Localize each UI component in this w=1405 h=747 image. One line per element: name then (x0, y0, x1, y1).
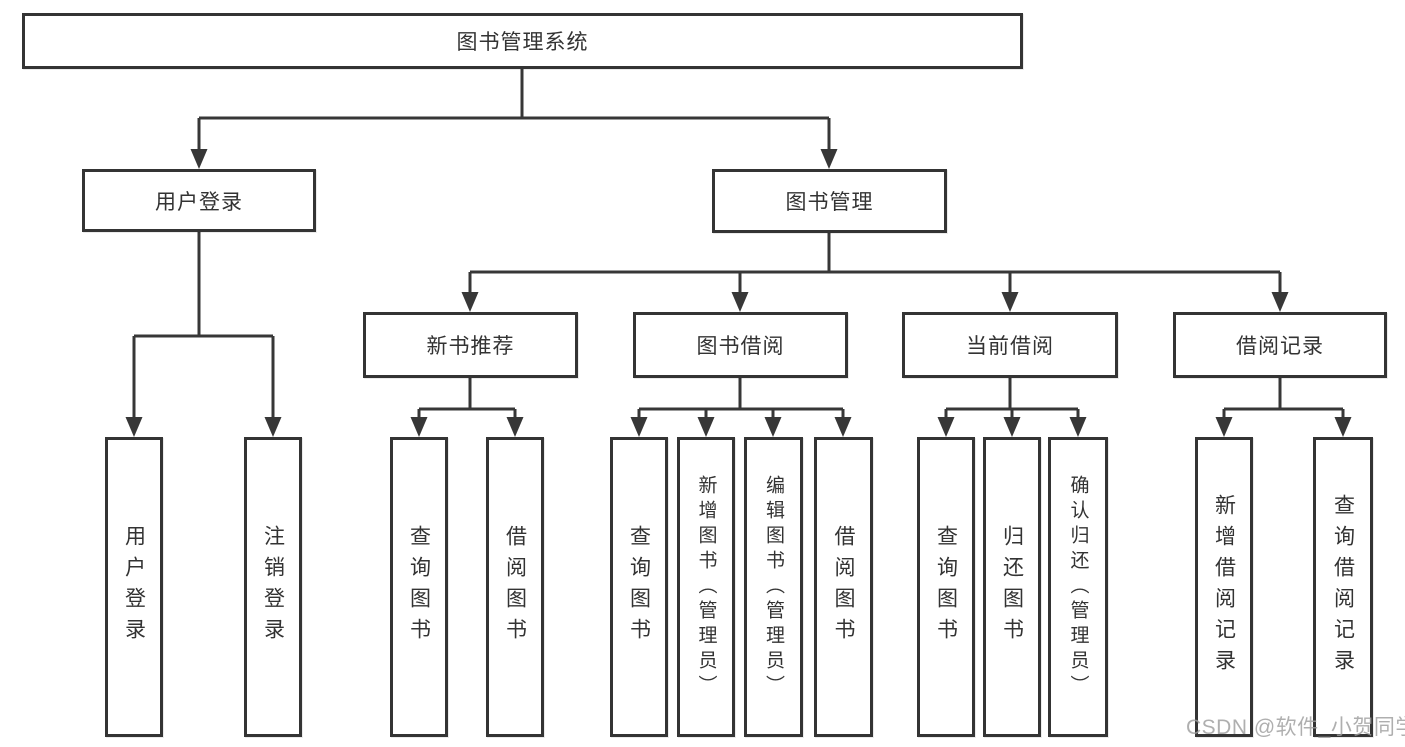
leaf-confirm-return-admin: 确认归还（管理员） (1048, 437, 1108, 737)
node-new-book-recommend: 新书推荐 (363, 312, 578, 378)
leaf-add-books-admin: 新增图书（管理员） (677, 437, 735, 737)
node-label: 用户登录 (155, 190, 243, 214)
leaf-label: 编辑图书（管理员） (763, 474, 784, 700)
leaf-query-books-1: 查询图书 (390, 437, 448, 737)
leaf-borrow-books-1: 借阅图书 (486, 437, 544, 737)
leaf-logout: 注销登录 (244, 437, 302, 737)
node-current-borrow: 当前借阅 (902, 312, 1118, 378)
csdn-watermark: CSDN @软件_小贺同学 (1186, 716, 1405, 739)
node-book-management: 图书管理 (712, 169, 947, 233)
leaf-label: 查询图书 (407, 525, 431, 649)
leaf-add-borrow-record: 新增借阅记录 (1195, 437, 1253, 737)
node-user-login: 用户登录 (82, 169, 316, 232)
leaf-return-books: 归还图书 (983, 437, 1041, 737)
leaf-edit-books-admin: 编辑图书（管理员） (744, 437, 803, 737)
leaf-label: 借阅图书 (832, 525, 855, 649)
node-label: 图书借阅 (696, 335, 785, 358)
leaf-user-login: 用户登录 (105, 437, 163, 737)
leaf-label: 注销登录 (261, 525, 285, 649)
node-label: 当前借阅 (966, 335, 1054, 358)
node-label: 图书管理 (785, 191, 874, 214)
node-label: 图书管理系统 (456, 31, 589, 54)
node-borrow-records: 借阅记录 (1173, 312, 1387, 378)
leaf-label: 归还图书 (1000, 525, 1024, 649)
node-library-management-system: 图书管理系统 (22, 13, 1023, 69)
leaf-label: 新增图书（管理员） (695, 474, 717, 700)
leaf-label: 查询借阅记录 (1331, 494, 1355, 680)
node-label: 借阅记录 (1236, 335, 1324, 358)
leaf-label: 查询图书 (627, 525, 651, 649)
leaf-query-borrow-record: 查询借阅记录 (1313, 437, 1373, 737)
leaf-borrow-books-2: 借阅图书 (814, 437, 873, 737)
leaf-label: 查询图书 (934, 525, 958, 649)
leaf-label: 借阅图书 (503, 525, 527, 649)
leaf-query-books-3: 查询图书 (917, 437, 975, 737)
node-book-borrow: 图书借阅 (633, 312, 848, 378)
leaf-label: 用户登录 (122, 525, 146, 649)
node-label: 新书推荐 (426, 335, 515, 358)
leaf-query-books-2: 查询图书 (610, 437, 668, 737)
leaf-label: 新增借阅记录 (1212, 494, 1236, 680)
leaf-label: 确认归还（管理员） (1067, 474, 1089, 700)
